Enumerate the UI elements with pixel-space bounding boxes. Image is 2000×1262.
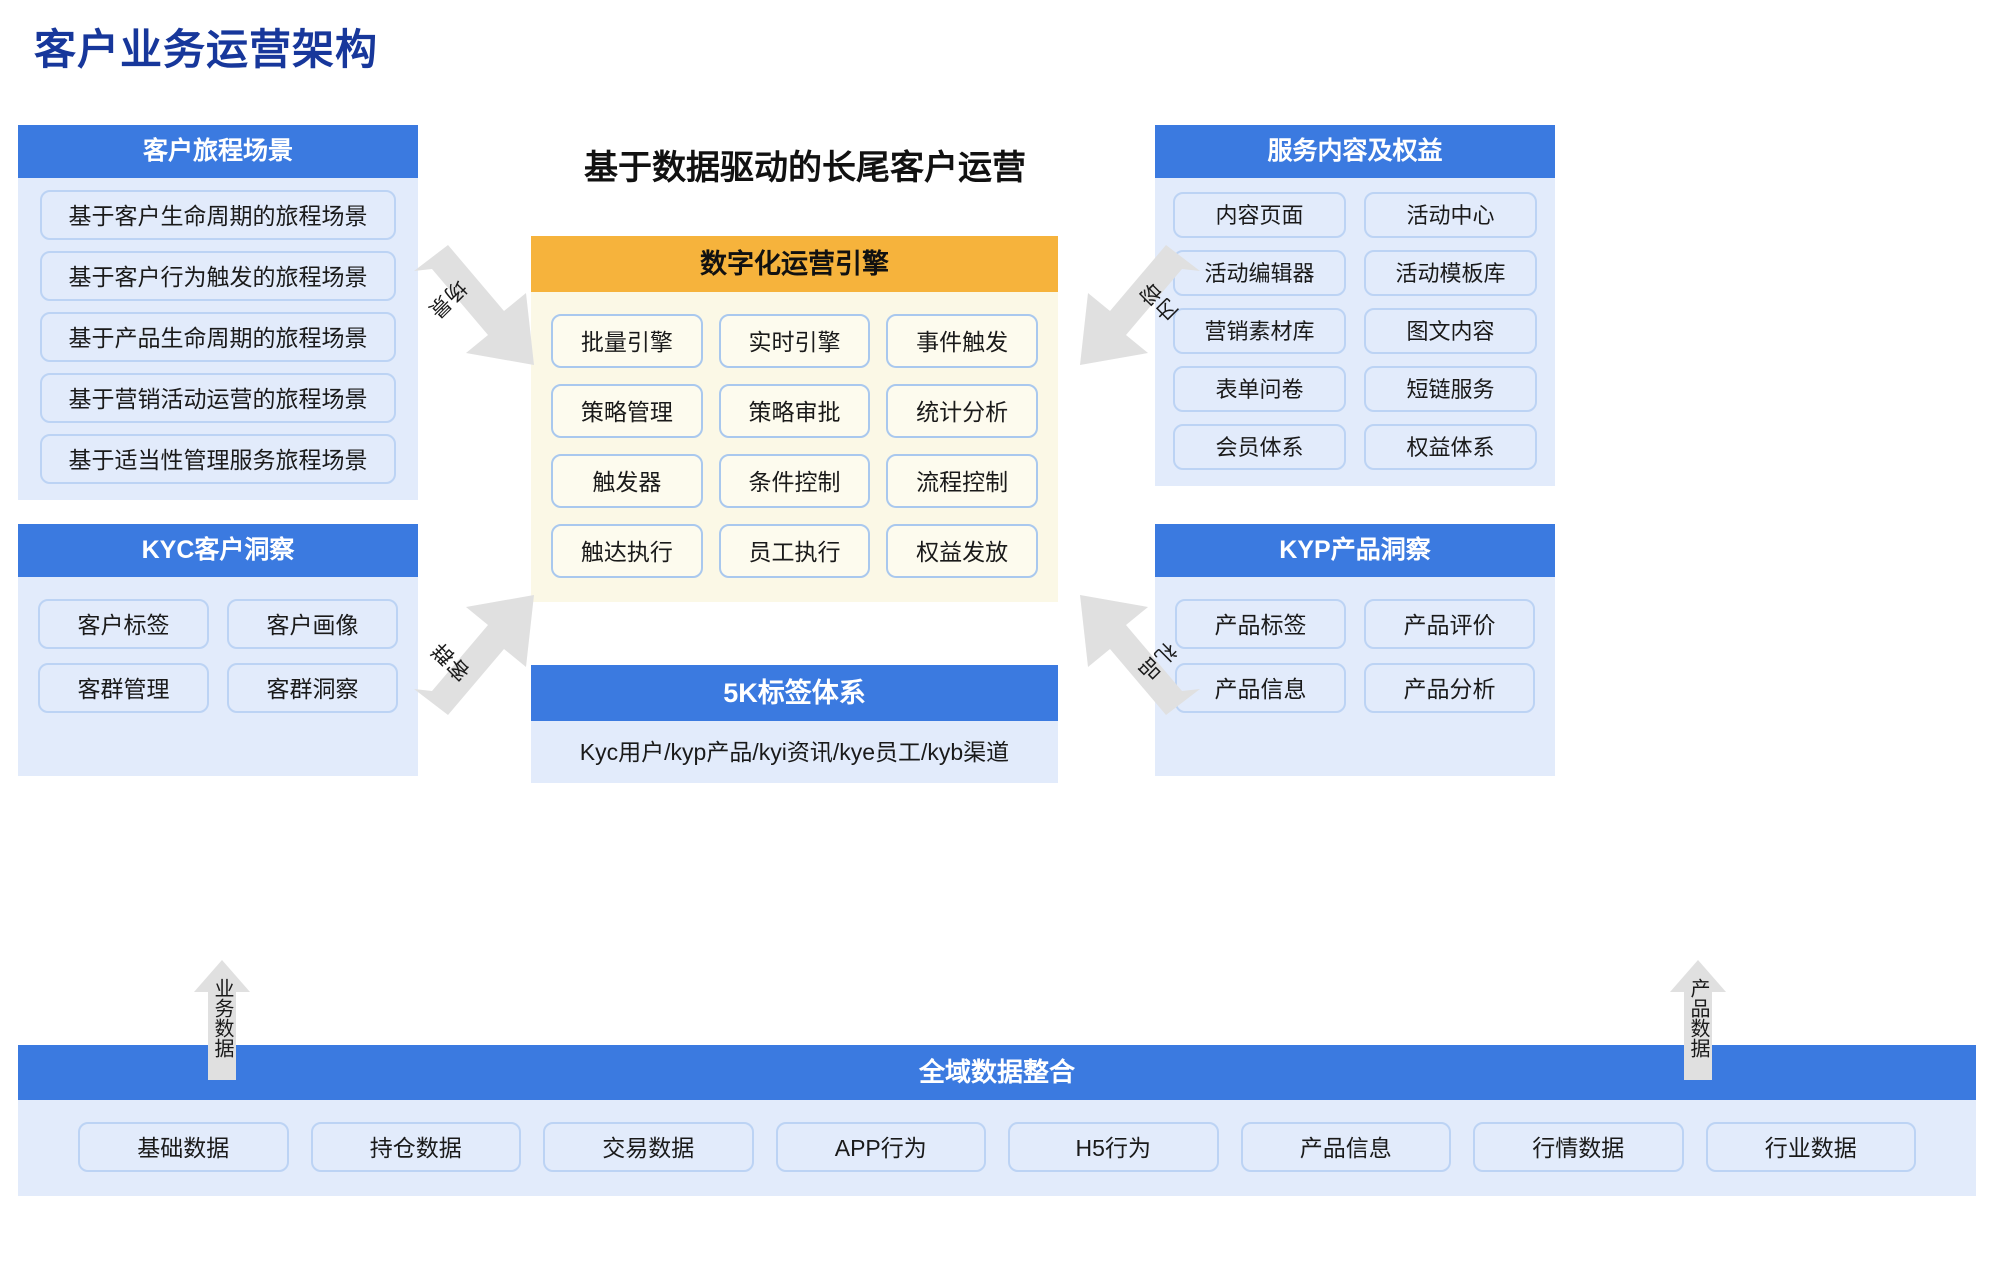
list-item[interactable]: 产品标签 bbox=[1175, 599, 1346, 649]
engine-item[interactable]: 触发器 bbox=[551, 454, 703, 508]
arrow-product-data-icon: 产品数据 bbox=[1668, 960, 1728, 1080]
list-item[interactable]: 客户标签 bbox=[38, 599, 209, 649]
engine-item[interactable]: 实时引擎 bbox=[718, 314, 871, 368]
panel-digital-operation-engine: 数字化运营引擎 批量引擎 实时引擎 事件触发 策略管理 策略审批 统计分析 触发… bbox=[531, 236, 1058, 602]
list-item[interactable]: 基于营销活动运营的旅程场景 bbox=[40, 373, 396, 423]
list-item[interactable]: 产品分析 bbox=[1364, 663, 1535, 713]
panel-title-tag-system: 5K标签体系 bbox=[531, 665, 1058, 721]
list-item[interactable]: 活动编辑器 bbox=[1173, 250, 1346, 296]
panel-service-content: 服务内容及权益 内容页面 活动中心 活动编辑器 活动模板库 营销素材库 图文内容… bbox=[1155, 125, 1555, 486]
engine-item[interactable]: 权益发放 bbox=[886, 524, 1038, 578]
panel-title-kyc-insight: KYC客户洞察 bbox=[18, 524, 418, 577]
engine-item[interactable]: 批量引擎 bbox=[551, 314, 703, 368]
center-headline: 基于数据驱动的长尾客户运营 bbox=[584, 149, 1026, 187]
panel-body-kyc-insight: 客户标签 客户画像 客群管理 客群洞察 bbox=[18, 577, 418, 749]
panel-tag-system: 5K标签体系 Kyc用户/kyp产品/kyi资讯/kye员工/kyb渠道 bbox=[531, 665, 1058, 783]
panel-kyp-insight: KYP产品洞察 产品标签 产品评价 产品信息 产品分析 bbox=[1155, 524, 1555, 776]
panel-customer-journey: 客户旅程场景 基于客户生命周期的旅程场景 基于客户行为触发的旅程场景 基于产品生… bbox=[18, 125, 418, 500]
list-item[interactable]: 活动模板库 bbox=[1364, 250, 1537, 296]
list-item[interactable]: 基于适当性管理服务旅程场景 bbox=[40, 434, 396, 484]
engine-item[interactable]: 统计分析 bbox=[886, 384, 1038, 438]
list-item[interactable]: 基于产品生命周期的旅程场景 bbox=[40, 312, 396, 362]
list-item[interactable]: 产品评价 bbox=[1364, 599, 1535, 649]
list-item[interactable]: 客群管理 bbox=[38, 663, 209, 713]
arrow-business-data-icon: 业务数据 bbox=[192, 960, 252, 1080]
list-item[interactable]: 会员体系 bbox=[1173, 424, 1346, 470]
list-item[interactable]: 持仓数据 bbox=[310, 1122, 521, 1172]
panel-title-service-content: 服务内容及权益 bbox=[1155, 125, 1555, 178]
arrow-gift-icon: 礼品 bbox=[1050, 585, 1210, 715]
page-title: 客户业务运营架构 bbox=[34, 26, 379, 73]
list-item[interactable]: 基于客户生命周期的旅程场景 bbox=[40, 190, 396, 240]
list-item[interactable]: 基于客户行为触发的旅程场景 bbox=[40, 251, 396, 301]
engine-item[interactable]: 条件控制 bbox=[718, 454, 871, 508]
list-item[interactable]: 活动中心 bbox=[1364, 192, 1537, 238]
panel-body-customer-journey: 基于客户生命周期的旅程场景 基于客户行为触发的旅程场景 基于产品生命周期的旅程场… bbox=[18, 178, 418, 500]
panel-title-customer-journey: 客户旅程场景 bbox=[18, 125, 418, 178]
list-item[interactable]: 产品信息 bbox=[1175, 663, 1346, 713]
panel-body-service-content: 内容页面 活动中心 活动编辑器 活动模板库 营销素材库 图文内容 表单问卷 短链… bbox=[1155, 178, 1555, 486]
engine-item[interactable]: 触达执行 bbox=[551, 524, 703, 578]
engine-item[interactable]: 策略审批 bbox=[718, 384, 871, 438]
engine-item[interactable]: 策略管理 bbox=[551, 384, 703, 438]
list-item[interactable]: 权益体系 bbox=[1364, 424, 1537, 470]
list-item[interactable]: 图文内容 bbox=[1364, 308, 1537, 354]
engine-item[interactable]: 流程控制 bbox=[886, 454, 1038, 508]
list-item[interactable]: APP行为 bbox=[775, 1122, 986, 1172]
panel-title-kyp-insight: KYP产品洞察 bbox=[1155, 524, 1555, 577]
list-item[interactable]: 行情数据 bbox=[1473, 1122, 1684, 1172]
arrow-crowd-icon: 客群 bbox=[404, 585, 564, 715]
list-item[interactable]: 产品信息 bbox=[1240, 1122, 1451, 1172]
panel-body-kyp-insight: 产品标签 产品评价 产品信息 产品分析 bbox=[1155, 577, 1555, 749]
list-item[interactable]: 表单问卷 bbox=[1173, 366, 1346, 412]
list-item[interactable]: 客户画像 bbox=[227, 599, 398, 649]
arrow-product-data-label: 产品数据 bbox=[1687, 978, 1709, 1058]
list-item[interactable]: 行业数据 bbox=[1705, 1122, 1916, 1172]
list-item[interactable]: 内容页面 bbox=[1173, 192, 1346, 238]
list-item[interactable]: 交易数据 bbox=[543, 1122, 754, 1172]
list-item[interactable]: 短链服务 bbox=[1364, 366, 1537, 412]
arrow-scene-icon: 场景 bbox=[404, 245, 564, 375]
arrow-business-data-label: 业务数据 bbox=[211, 978, 233, 1058]
list-item[interactable]: 客群洞察 bbox=[227, 663, 398, 713]
engine-item[interactable]: 事件触发 bbox=[886, 314, 1038, 368]
arrow-content-icon: 内容 bbox=[1050, 245, 1210, 375]
panel-kyc-insight: KYC客户洞察 客户标签 客户画像 客群管理 客群洞察 bbox=[18, 524, 418, 776]
engine-item[interactable]: 员工执行 bbox=[718, 524, 871, 578]
list-item[interactable]: H5行为 bbox=[1008, 1122, 1219, 1172]
tag-system-subtitle: Kyc用户/kyp产品/kyi资讯/kye员工/kyb渠道 bbox=[579, 739, 1010, 765]
list-item[interactable]: 营销素材库 bbox=[1173, 308, 1346, 354]
data-items-row: 基础数据 持仓数据 交易数据 APP行为 H5行为 产品信息 行情数据 行业数据 bbox=[18, 1100, 1976, 1196]
panel-title-global-data-integration: 全域数据整合 bbox=[18, 1045, 1976, 1100]
panel-global-data-integration: 全域数据整合 基础数据 持仓数据 交易数据 APP行为 H5行为 产品信息 行情… bbox=[18, 1045, 1976, 1196]
list-item[interactable]: 基础数据 bbox=[78, 1122, 289, 1172]
panel-title-digital-operation-engine: 数字化运营引擎 bbox=[531, 236, 1058, 292]
engine-grid: 批量引擎 实时引擎 事件触发 策略管理 策略审批 统计分析 触发器 条件控制 流… bbox=[531, 292, 1058, 602]
